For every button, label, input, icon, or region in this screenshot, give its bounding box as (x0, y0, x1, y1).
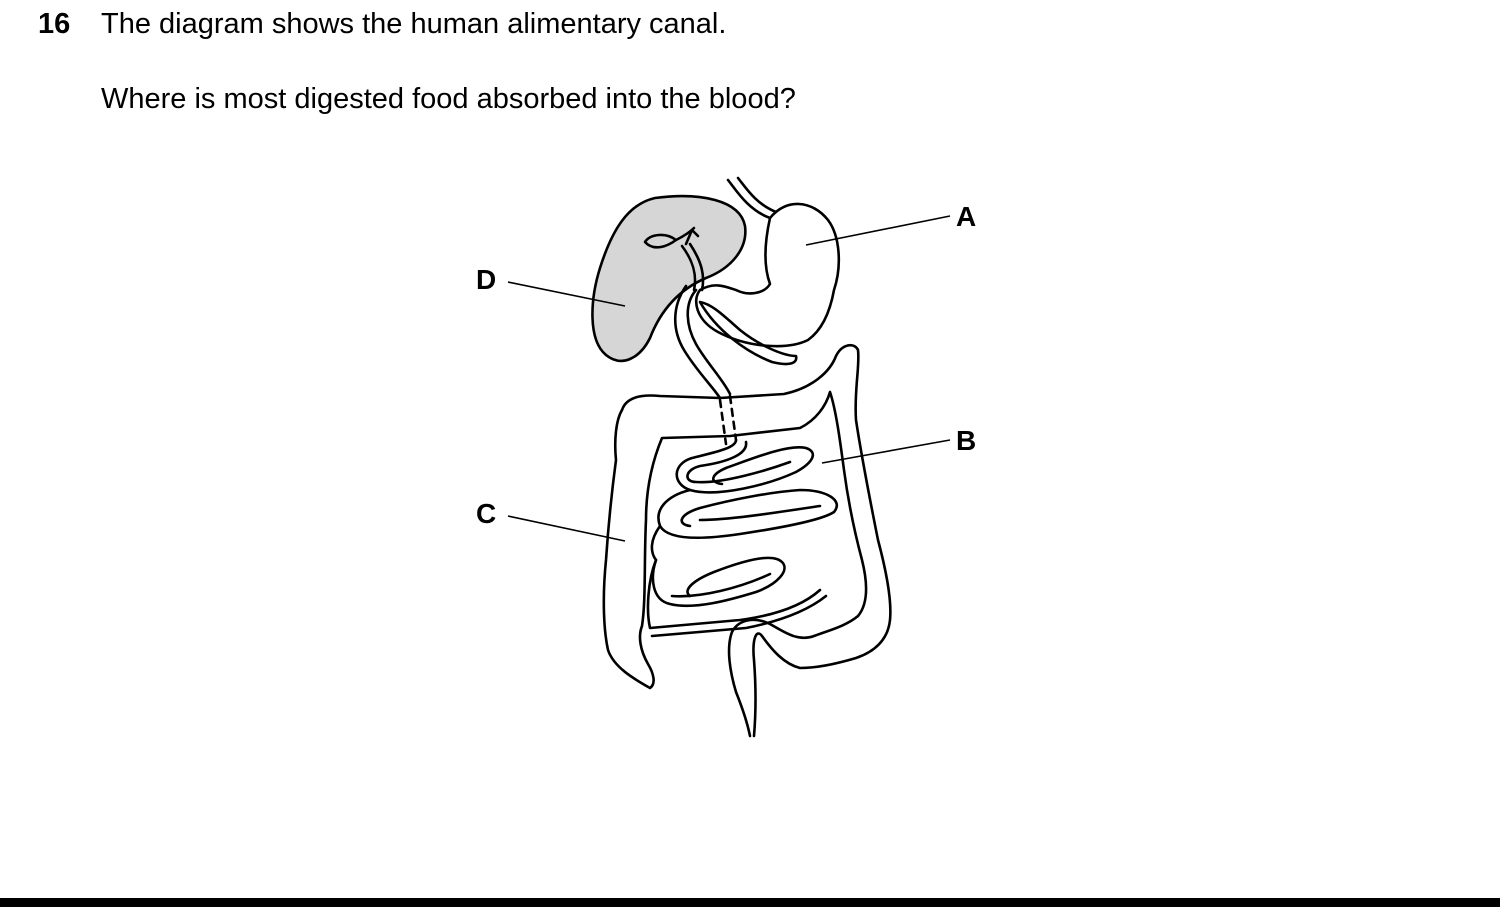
small-intestine (675, 438, 815, 494)
label-b: B (956, 425, 976, 456)
label-a: A (956, 201, 976, 232)
large-intestine (602, 390, 868, 738)
stomach-shape (695, 202, 841, 348)
question-number: 16 (38, 8, 71, 40)
liver-shape (591, 194, 747, 362)
label-c: C (476, 498, 496, 529)
label-d: D (476, 264, 496, 295)
page-footer-bar (0, 898, 1500, 907)
question-text: The diagram shows the human alimentary c… (101, 8, 727, 40)
question-prompt: Where is most digested food absorbed int… (101, 83, 796, 115)
pancreas (698, 300, 798, 366)
oesophagus (726, 178, 772, 220)
